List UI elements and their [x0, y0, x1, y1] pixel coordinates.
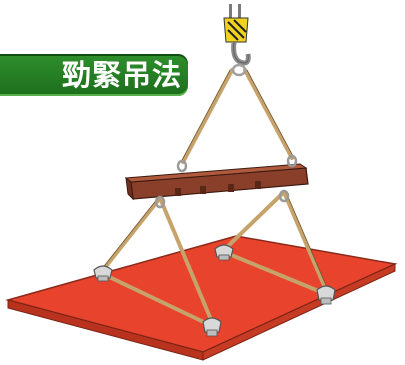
- crane-hook-icon: [223, 4, 251, 66]
- plate-shackles: [93, 244, 336, 337]
- shackle-back-left: [214, 244, 234, 261]
- shackle-front-right: [202, 317, 222, 337]
- upper-slings: [181, 68, 294, 164]
- beam-lugs: [154, 154, 298, 209]
- lower-slings: [101, 190, 328, 328]
- shackle-back-right: [316, 285, 336, 305]
- spreader-beam: [124, 163, 309, 201]
- method-title: 勁緊吊法: [61, 58, 182, 92]
- lower-sling-edges: [100, 191, 329, 291]
- upper-sling-edges: [180, 69, 295, 163]
- method-title-banner: 勁緊吊法: [0, 54, 188, 96]
- shackle-front-left: [93, 265, 113, 282]
- master-link: [231, 63, 247, 77]
